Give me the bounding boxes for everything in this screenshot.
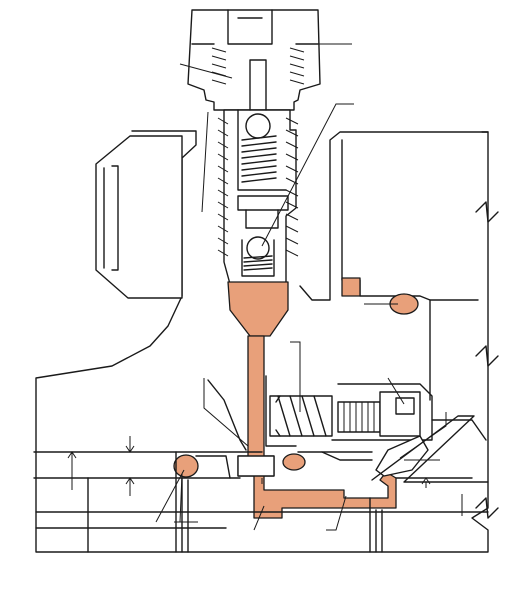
leader-screw [387,377,405,405]
copper-seat-block [341,277,361,297]
spring-chamber [207,375,333,451]
leader-lower-spring [261,103,354,247]
adjusting-screw [331,383,433,441]
leader-top-left [179,63,233,79]
leader-inlet-left [155,469,185,523]
break-marks [475,201,499,519]
leader-wedge [399,412,447,459]
poppet-head [237,455,275,477]
upper-check-spring [241,113,277,183]
upper-check-ball [245,113,271,139]
leader-bottom-channel [326,495,347,531]
o-rings [173,293,419,478]
leader-insert [201,111,209,213]
lower-check-ball [246,236,270,260]
leader-passage [253,505,265,531]
leader-inlet-mid [179,473,183,523]
hex-nut [95,135,183,299]
o-ring-center [282,453,306,471]
leader-lines [155,43,463,531]
dimension-arrows [67,436,431,496]
leader-pivot [203,378,249,447]
right-inner-step [341,139,479,401]
leader-spring [290,341,301,412]
o-ring-left [173,454,199,478]
